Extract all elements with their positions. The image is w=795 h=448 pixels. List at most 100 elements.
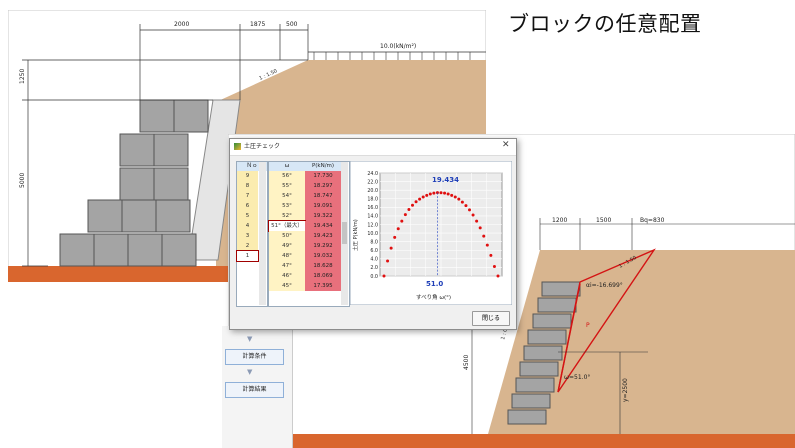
chart-peak-x: 51.0 [426, 280, 443, 288]
table-row[interactable]: 50°19.423 [269, 231, 341, 241]
chart-point [407, 207, 411, 211]
y-tick-label: 10.0 [367, 231, 378, 237]
chart-point [403, 213, 407, 217]
omega-cell: 55° [269, 181, 305, 191]
no-list-item[interactable]: 2 [237, 241, 258, 251]
back-block [93, 233, 129, 267]
front-dim-3: Bq=830 [640, 217, 665, 224]
y-tick-label: 20.0 [367, 188, 378, 194]
chart-point [446, 192, 450, 196]
chart-point [450, 193, 454, 197]
back-block [161, 233, 197, 267]
table-row[interactable]: 52°19.322 [269, 211, 341, 221]
chart-ylabel: 土圧 P(kN/m) [352, 219, 359, 251]
front-ground [288, 434, 795, 448]
chart-point [453, 195, 457, 199]
dialog-titlebar: 土圧チェック ✕ [230, 139, 516, 156]
chart-point [411, 203, 414, 207]
chart-points [382, 191, 500, 278]
omega-cell: 52° [269, 211, 305, 221]
pf-cell: 19.322 [305, 211, 341, 221]
y-tick-label: 12.0 [367, 222, 378, 228]
chart-point [432, 191, 436, 195]
chart-point [393, 235, 397, 239]
chart-point [435, 191, 439, 195]
pf-header: P(kN/m) [305, 162, 341, 171]
chart-point [496, 274, 500, 278]
scrollbar[interactable] [341, 162, 348, 305]
page-heading: ブロックの任意配置 [508, 12, 702, 36]
back-block [119, 133, 155, 167]
chart-point [478, 226, 482, 230]
y-tick-label: 8.0 [370, 239, 378, 245]
front-height-left: 4500 [463, 355, 470, 370]
table-row[interactable]: 51°（最大）19.434 [268, 220, 341, 232]
chart-point [396, 227, 400, 231]
table-row[interactable]: 54°18.747 [269, 191, 341, 201]
omega-cell: 47° [269, 261, 305, 271]
back-block [153, 133, 189, 167]
front-dim-1: 1200 [552, 217, 567, 224]
pf-cell: 19.434 [305, 221, 341, 231]
back-block [153, 167, 189, 201]
chart-point [439, 191, 443, 195]
front-block [515, 377, 555, 393]
chart-point [492, 265, 496, 269]
omega-cell: 48° [269, 251, 305, 261]
back-block [127, 233, 163, 267]
close-button[interactable]: 閉じる [472, 311, 510, 326]
table-row[interactable]: 45°17.395 [269, 281, 341, 291]
no-list-item[interactable]: 6 [237, 201, 258, 211]
no-list-item[interactable] [237, 261, 258, 271]
front-wall-slope: 1 : 0.30 [500, 320, 511, 340]
table-row[interactable]: 47°18.628 [269, 261, 341, 271]
no-list-item[interactable]: 7 [237, 191, 258, 201]
no-list-item[interactable]: 5 [237, 211, 258, 221]
no-list-item[interactable] [237, 271, 258, 281]
y-tick-label: 14.0 [367, 214, 378, 220]
table-row[interactable]: 49°19.292 [269, 241, 341, 251]
chart-point [482, 234, 486, 238]
front-block [541, 281, 581, 297]
table-row[interactable]: 55°18.297 [269, 181, 341, 191]
table-row[interactable]: 46°18.069 [269, 271, 341, 281]
omega-cell: 51°（最大） [268, 220, 306, 232]
chart-point [489, 253, 493, 257]
chevron-down-icon: ▼ [247, 368, 253, 376]
scrollbar-thumb[interactable] [342, 222, 347, 244]
front-block [519, 361, 559, 377]
back-height-1: 1250 [19, 69, 26, 84]
chart-point [421, 195, 425, 199]
omega-cell: 54° [269, 191, 305, 201]
back-block [139, 99, 175, 133]
no-list-item[interactable]: 8 [237, 181, 258, 191]
back-block [121, 199, 157, 233]
omega-cell: 50° [269, 231, 305, 241]
chart-point [400, 219, 404, 223]
table-row[interactable]: 53°19.091 [269, 201, 341, 211]
calc-conditions-button[interactable]: 計算条件 [225, 349, 284, 365]
close-icon[interactable]: ✕ [502, 140, 510, 150]
table-row[interactable]: 48°19.032 [269, 251, 341, 261]
no-list-item[interactable] [237, 281, 258, 291]
dialog-title: 土圧チェック [244, 143, 281, 150]
chart-point [460, 200, 464, 204]
no-list-item[interactable]: 3 [237, 231, 258, 241]
calc-results-button[interactable]: 計算結果 [225, 382, 284, 398]
no-list-item[interactable]: 9 [237, 171, 258, 181]
chart-point [425, 193, 429, 197]
table-row[interactable]: 56°17.730 [269, 171, 341, 181]
chart-point [418, 197, 422, 201]
no-list-item[interactable]: 4 [237, 221, 258, 231]
scrollbar[interactable] [259, 162, 266, 305]
front-height-right: y=2500 [622, 378, 629, 402]
pf-cell: 19.292 [305, 241, 341, 251]
y-tick-label: 4.0 [370, 257, 378, 263]
pf-cell: 19.091 [305, 201, 341, 211]
back-block [87, 199, 123, 233]
app-icon [234, 143, 241, 150]
no-list-item[interactable]: 1 [236, 250, 259, 262]
